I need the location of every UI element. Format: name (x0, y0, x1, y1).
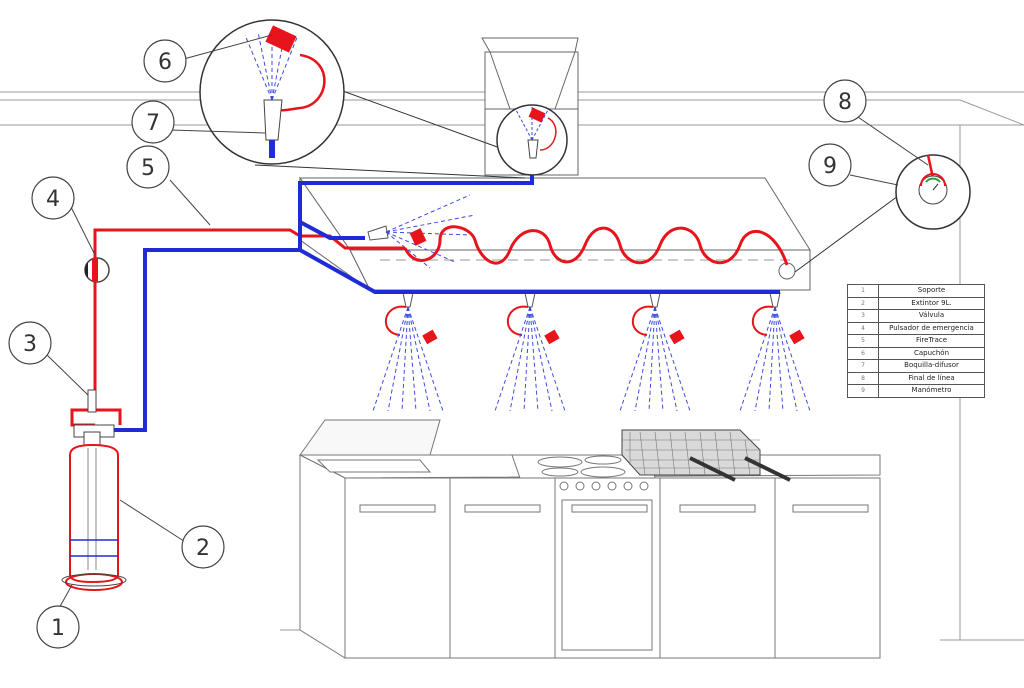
legend-number: 5 (847, 334, 879, 348)
callout-4: 4 (31, 176, 75, 220)
legend-label: Capuchón (878, 346, 985, 360)
kitchen-counters (299, 419, 881, 659)
callout-7: 7 (131, 100, 175, 144)
legend-label: Boquilla-difusor (878, 359, 985, 373)
legend-number: 6 (847, 346, 879, 360)
legend-label: Soporte (878, 284, 985, 298)
legend-label: Extintor 9L. (878, 296, 985, 310)
legend-label: Final de línea (878, 371, 985, 385)
callout-1: 1 (36, 605, 80, 649)
callout-2-label: 2 (196, 536, 210, 561)
callout-6-label: 6 (158, 50, 172, 75)
callout-9-label: 9 (823, 154, 837, 179)
callouts: 1 2 3 4 5 6 7 8 9 (8, 39, 867, 649)
fryer-basket (621, 429, 791, 482)
legend-number: 7 (847, 359, 879, 373)
nozzle-2 (494, 292, 566, 412)
legend-label: Manómetro (878, 384, 985, 398)
callout-7-label: 7 (146, 111, 160, 136)
callout-1-label: 1 (51, 616, 65, 641)
callout-5: 5 (126, 145, 170, 189)
legend-number: 2 (847, 296, 879, 310)
plenum-nozzle (367, 194, 476, 269)
nozzle-1 (372, 292, 444, 412)
callout-8-label: 8 (838, 90, 852, 115)
callout-2: 2 (181, 525, 225, 569)
callout-3-label: 3 (23, 332, 37, 357)
legend-label: FireTrace (878, 334, 985, 348)
callout-5-label: 5 (141, 156, 155, 181)
legend-number: 9 (847, 384, 879, 398)
emergency-pull-station (84, 257, 110, 283)
legend-number: 8 (847, 371, 879, 385)
callout-8: 8 (823, 79, 867, 123)
nozzle-4 (739, 292, 811, 412)
legend-label: Válvula (878, 309, 985, 323)
legend-number: 1 (847, 284, 879, 298)
extinguisher (61, 389, 127, 591)
nozzle-3 (619, 292, 691, 412)
detail-circle-nozzle (199, 19, 568, 179)
extraction-hood (299, 176, 811, 291)
callout-9: 9 (808, 143, 852, 187)
hood-nozzles (372, 292, 811, 412)
legend-number: 4 (847, 321, 879, 335)
callout-3: 3 (8, 321, 52, 365)
legend-label: Pulsador de emergencia (878, 321, 985, 335)
leader-lines (46, 34, 929, 611)
callout-4-label: 4 (46, 187, 60, 212)
legend-number: 3 (847, 309, 879, 323)
callout-6: 6 (143, 39, 187, 83)
detail-circle-manometer (794, 154, 971, 273)
